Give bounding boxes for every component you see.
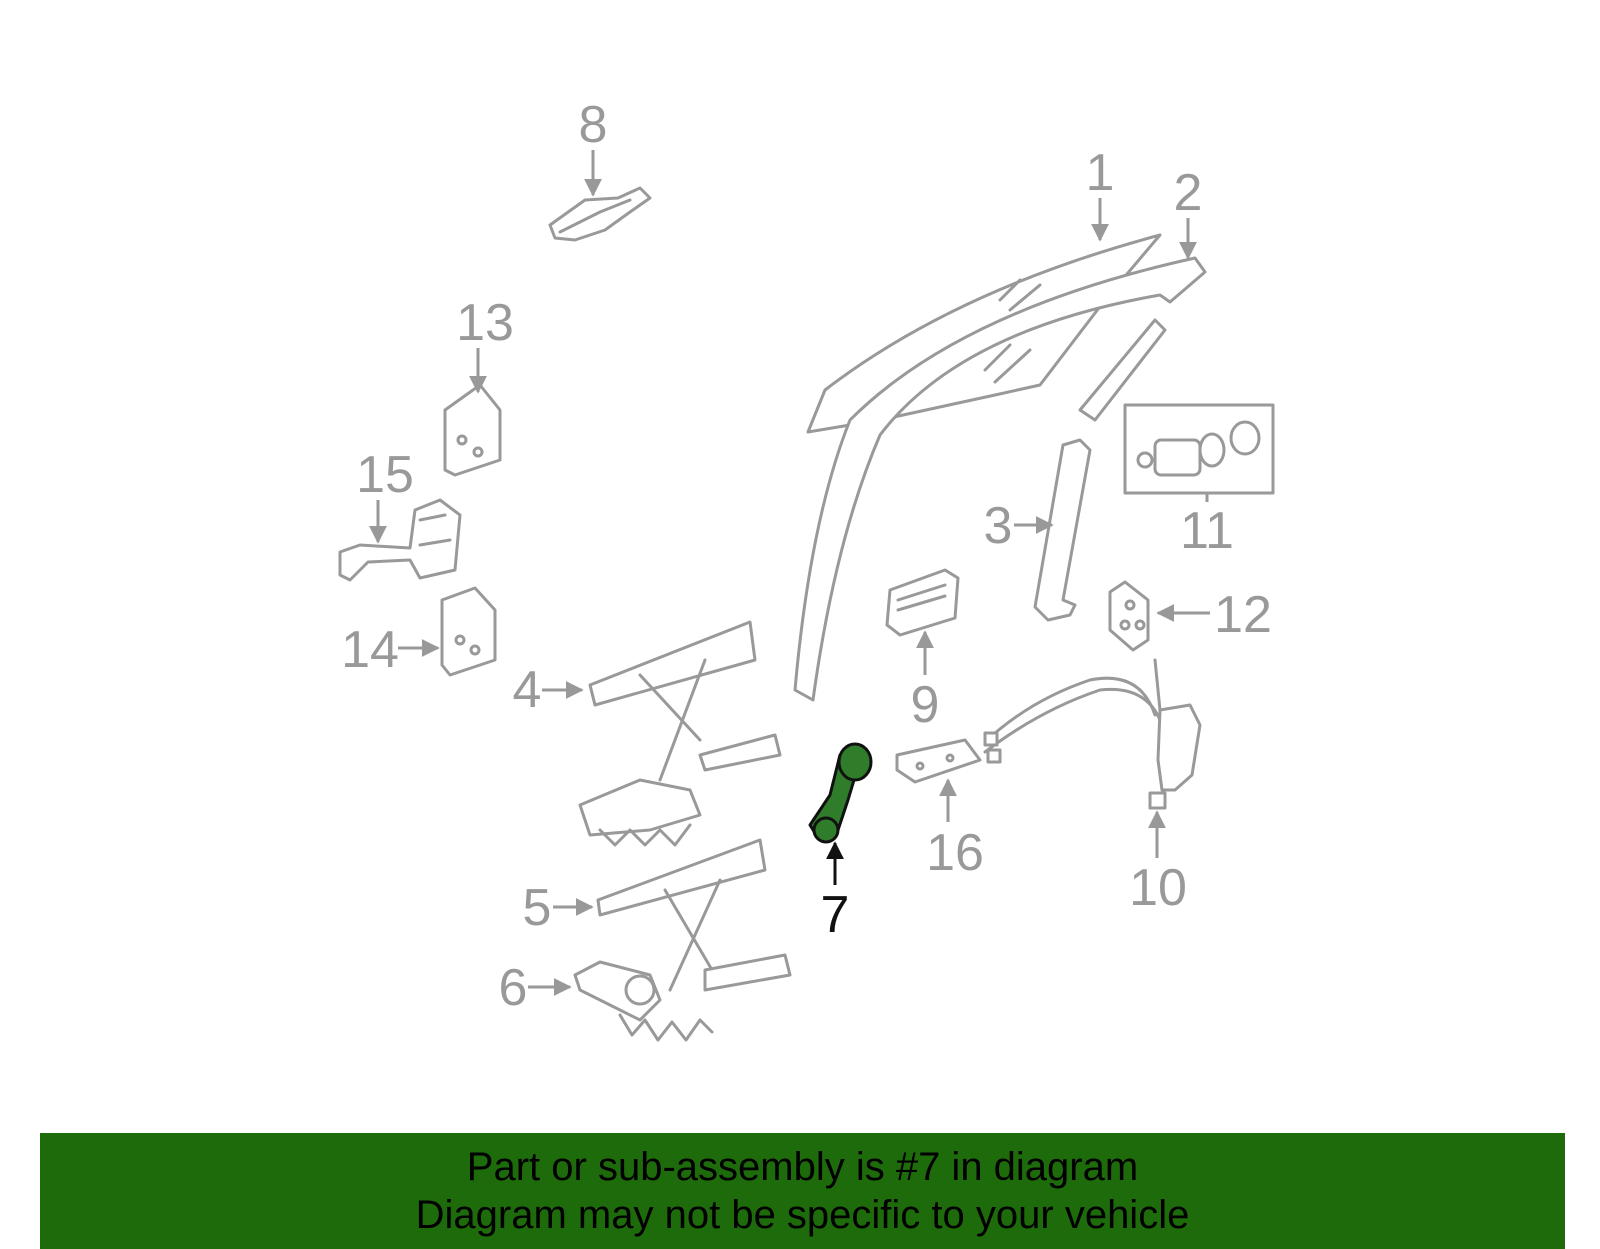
banner-line-1: Part or sub-assembly is #7 in diagram	[466, 1145, 1139, 1189]
callout-2-label: 2	[1174, 164, 1203, 222]
callout-1: 1	[1086, 144, 1115, 242]
callout-9-label: 9	[911, 676, 940, 734]
callout-5-label: 5	[523, 879, 552, 937]
part-8-outside-handle	[548, 186, 652, 242]
callout-10-label: 10	[1129, 859, 1187, 917]
callout-11: 11	[1180, 493, 1234, 560]
part-4-regulator	[578, 620, 782, 847]
callout-13-label: 13	[456, 294, 514, 352]
callout-5: 5	[523, 879, 594, 937]
banner-line-2: Diagram may not be specific to your vehi…	[415, 1193, 1190, 1237]
callout-15: 15	[356, 446, 414, 544]
part-12-bracket	[1108, 580, 1150, 652]
callout-16: 16	[926, 778, 984, 882]
callout-15-label: 15	[356, 446, 414, 504]
callout-3-label: 3	[984, 497, 1013, 555]
part-6-sector-gear	[573, 960, 714, 1042]
callout-12-label: 12	[1214, 586, 1272, 644]
part-14-lower-hinge	[440, 586, 497, 677]
part-15-door-check	[338, 498, 462, 582]
callout-3: 3	[984, 497, 1054, 555]
info-banner: Part or sub-assembly is #7 in diagram Di…	[40, 1133, 1565, 1249]
part-5-regulator	[596, 838, 792, 992]
part-2-run-channel	[793, 256, 1207, 702]
callout-4: 4	[513, 661, 584, 719]
callout-8: 8	[579, 96, 608, 197]
part-10-door-lock	[983, 658, 1202, 810]
callout-7: 7	[821, 841, 850, 944]
callout-7-label: 7	[821, 886, 850, 944]
callout-6: 6	[499, 959, 572, 1017]
parts-diagram: 1 2 3 4 5 6 7 8 9 10 11 12	[338, 96, 1275, 1042]
callout-14-label: 14	[341, 621, 399, 679]
callout-1-label: 1	[1086, 144, 1115, 202]
part-16-bracket	[895, 738, 982, 784]
callout-10: 10	[1129, 810, 1187, 917]
callout-2: 2	[1174, 164, 1203, 260]
part-9-inside-handle	[885, 568, 960, 637]
part-3-guide	[1033, 438, 1092, 622]
callout-12: 12	[1156, 586, 1272, 644]
callout-16-label: 16	[926, 824, 984, 882]
callout-6-label: 6	[499, 959, 528, 1017]
callout-8-label: 8	[579, 96, 608, 154]
part-13-upper-hinge	[443, 383, 502, 477]
callout-9: 9	[911, 630, 940, 734]
part-11-motor-kit	[1123, 403, 1275, 495]
callout-4-label: 4	[513, 661, 542, 719]
callout-14: 14	[341, 621, 440, 679]
callout-11-label: 11	[1180, 502, 1234, 560]
callout-13: 13	[456, 294, 514, 394]
part-7-window-crank-handle	[808, 742, 873, 844]
